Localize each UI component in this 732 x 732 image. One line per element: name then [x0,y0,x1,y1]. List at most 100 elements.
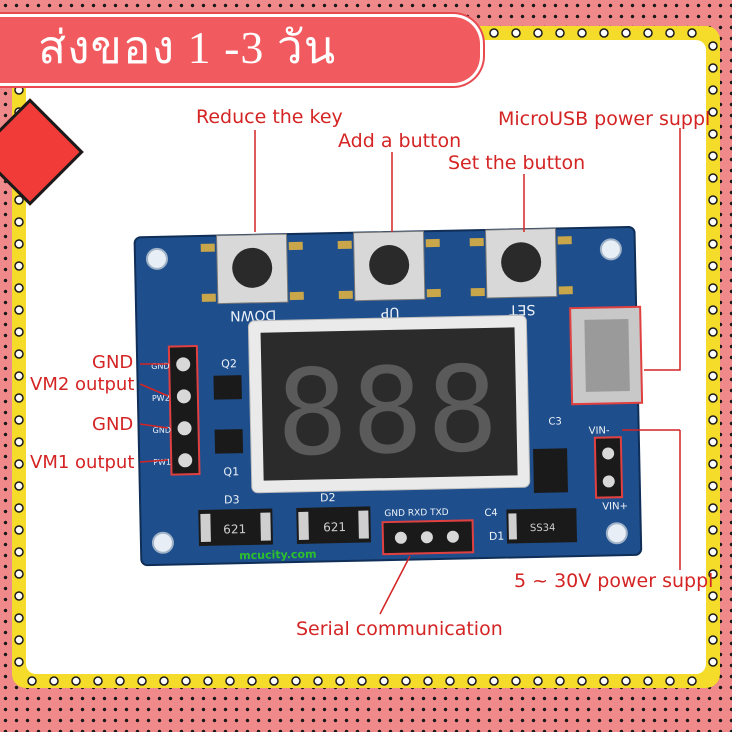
label-serial: Serial communication [296,618,503,640]
frame-dot [14,525,24,535]
label-add-button: Add a button [338,130,462,152]
mount-hole [599,238,622,261]
frame-dot [467,676,477,686]
frame-dot [621,28,631,38]
set-button [469,227,573,299]
frame-dot [14,85,24,95]
pin-label-gnd: GND [152,426,171,435]
frame-dot [708,657,718,667]
pin-label-pw1: PW1 [153,458,171,467]
frame-dot [423,676,433,686]
frame-dot [115,676,125,686]
frame-dot [708,85,718,95]
seven-segment-display [260,327,518,481]
frame-dot [49,676,59,686]
pcb-board-illustration: DOWN UP SET 888 GND PW2 GND PW1 Q2 Q1 62… [133,128,681,615]
label-reduce-key: Reduce the key [196,106,343,128]
frame-dot [708,261,718,271]
frame-dot [555,676,565,686]
diode-d3-marking: 621 [223,522,246,536]
frame-dot [708,591,718,601]
callout-lines [139,128,681,615]
frame-dot [401,676,411,686]
frame-dot [687,676,697,686]
frame-dot [708,327,718,337]
frame-dot [269,676,279,686]
frame-dot [708,525,718,535]
frame-dot [14,239,24,249]
frame-dot [14,459,24,469]
frame-dot [14,371,24,381]
frame-dot [708,481,718,491]
frame-dot [14,393,24,403]
frame-dot [291,676,301,686]
silk-q1: Q1 [223,465,239,478]
label-pwm2: VM2 output [30,374,135,395]
frame-dot [708,63,718,73]
label-gnd-top: GND [92,352,134,373]
frame-dot [687,28,697,38]
silk-q2: Q2 [221,357,237,370]
silk-uart-pins: GND RXD TXD [384,508,449,519]
frame-dot [14,195,24,205]
frame-dot [708,503,718,513]
silk-d2: D2 [320,491,336,504]
frame-dot [27,676,37,686]
frame-dot [708,415,718,425]
frame-dot [14,283,24,293]
frame-dot [14,217,24,227]
pwm-pin-header [167,345,201,476]
silk-down: DOWN [230,306,276,323]
frame-dot [511,676,521,686]
frame-dot [489,28,499,38]
pin-label-pw2: PW2 [152,394,170,403]
watermark: mcucity.com [239,548,317,563]
frame-dot [181,676,191,686]
frame-dot [708,393,718,403]
frame-dot [599,676,609,686]
frame-dot [14,569,24,579]
frame-dot [708,569,718,579]
frame-dot [577,676,587,686]
frame-dot [14,635,24,645]
frame-dot [708,613,718,623]
display-digits: 888 [275,340,503,483]
diode-d3 [198,508,274,547]
frame-dot [14,591,24,601]
frame-dot [708,129,718,139]
frame-dot [14,547,24,557]
frame-dot [357,676,367,686]
frame-dot [533,676,543,686]
vin-terminal [593,436,624,499]
frame-dot [14,305,24,315]
product-photo: DOWN UP SET 888 GND PW2 GND PW1 Q2 Q1 62… [26,40,706,674]
frame-dot [14,415,24,425]
frame-dot [511,28,521,38]
label-gnd-bottom: GND [92,414,134,435]
silk-set: SET [508,301,535,318]
pin-label-gnd: GND [151,362,170,371]
voltage-regulator [533,448,568,494]
silk-vin-minus: VIN- [589,425,610,436]
silk-c4: C4 [484,508,498,519]
silk-c3: C3 [548,416,562,427]
frame-dot [708,283,718,293]
frame-dot [708,635,718,645]
frame-dot [14,349,24,359]
frame-dot [14,437,24,447]
frame-dot [708,437,718,447]
frame-dot [577,28,587,38]
up-button [337,230,441,302]
frame-dot [708,173,718,183]
frame-dot [71,676,81,686]
diode-ss34 [506,508,578,544]
frame-dot [159,676,169,686]
frame-dot [14,657,24,667]
frame-dot [533,28,543,38]
frame-dot [599,28,609,38]
frame-dot [247,676,257,686]
banner-text: ส่งของ 1 -3 วัน [38,22,337,73]
frame-dot [14,327,24,337]
frame-dot [445,676,455,686]
frame-dot [708,305,718,315]
